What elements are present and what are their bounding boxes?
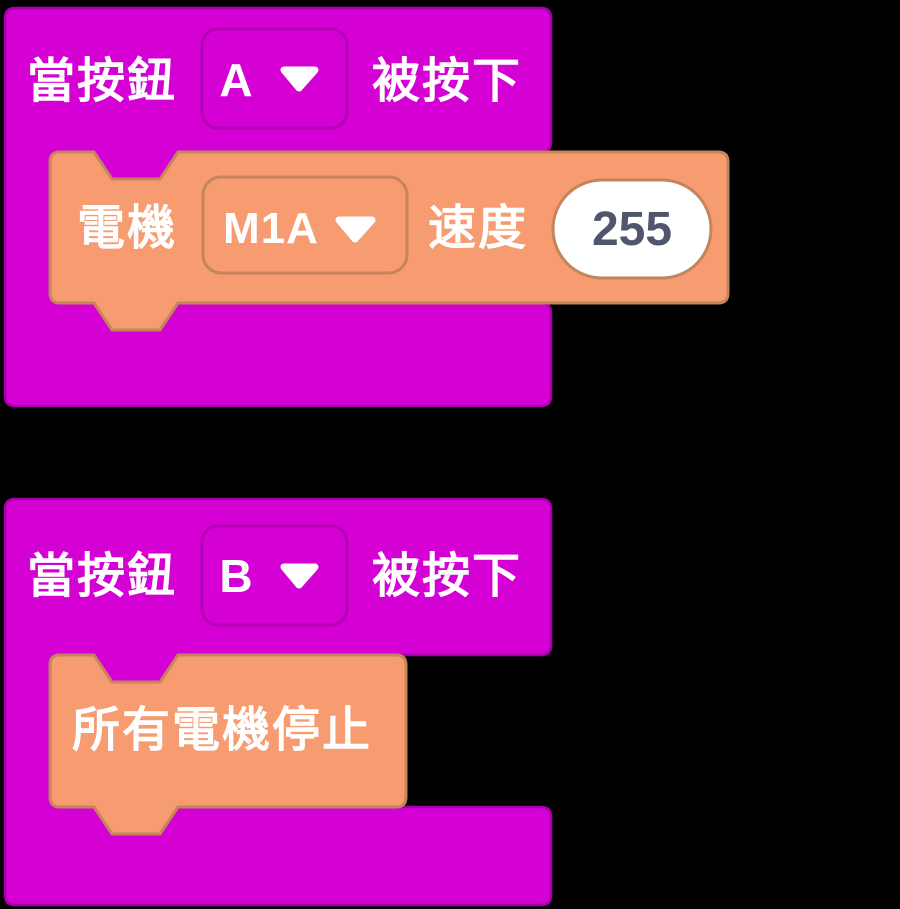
motor-speed-block[interactable] (48, 150, 730, 332)
motor-label: 電機 (77, 202, 177, 255)
dropdown-field (201, 175, 409, 275)
script-when-button-a: 當按鈕 A 被按下 電機 M1A 速度 255 (3, 6, 730, 408)
hat-label-suffix: 被按下 (372, 55, 522, 108)
hat-label-prefix: 當按鈕 (27, 55, 177, 108)
dropdown-value: M1A (223, 204, 319, 253)
speed-value: 255 (592, 203, 672, 256)
button-select-dropdown[interactable]: B (200, 524, 349, 627)
chevron-down-icon (280, 66, 319, 92)
dropdown-value: A (219, 54, 252, 106)
dropdown-value: B (219, 550, 252, 602)
motor-stop-label: 所有電機停止 (72, 704, 372, 757)
dropdown-field (200, 524, 349, 627)
speed-label: 速度 (428, 202, 528, 255)
value-pill (551, 178, 713, 280)
hat-label-prefix: 當按鈕 (27, 550, 177, 603)
dropdown-field (200, 27, 349, 130)
motor-port-dropdown[interactable]: M1A (201, 175, 409, 275)
script-when-button-b: 當按鈕 B 被按下 所有電機停止 (3, 497, 553, 907)
hat-label-suffix: 被按下 (372, 550, 522, 603)
chevron-down-icon (335, 216, 376, 243)
button-select-dropdown[interactable]: A (200, 27, 349, 130)
motor-stop-block[interactable] (48, 653, 408, 836)
speed-value-input[interactable]: 255 (551, 178, 713, 280)
chevron-down-icon (280, 563, 319, 589)
